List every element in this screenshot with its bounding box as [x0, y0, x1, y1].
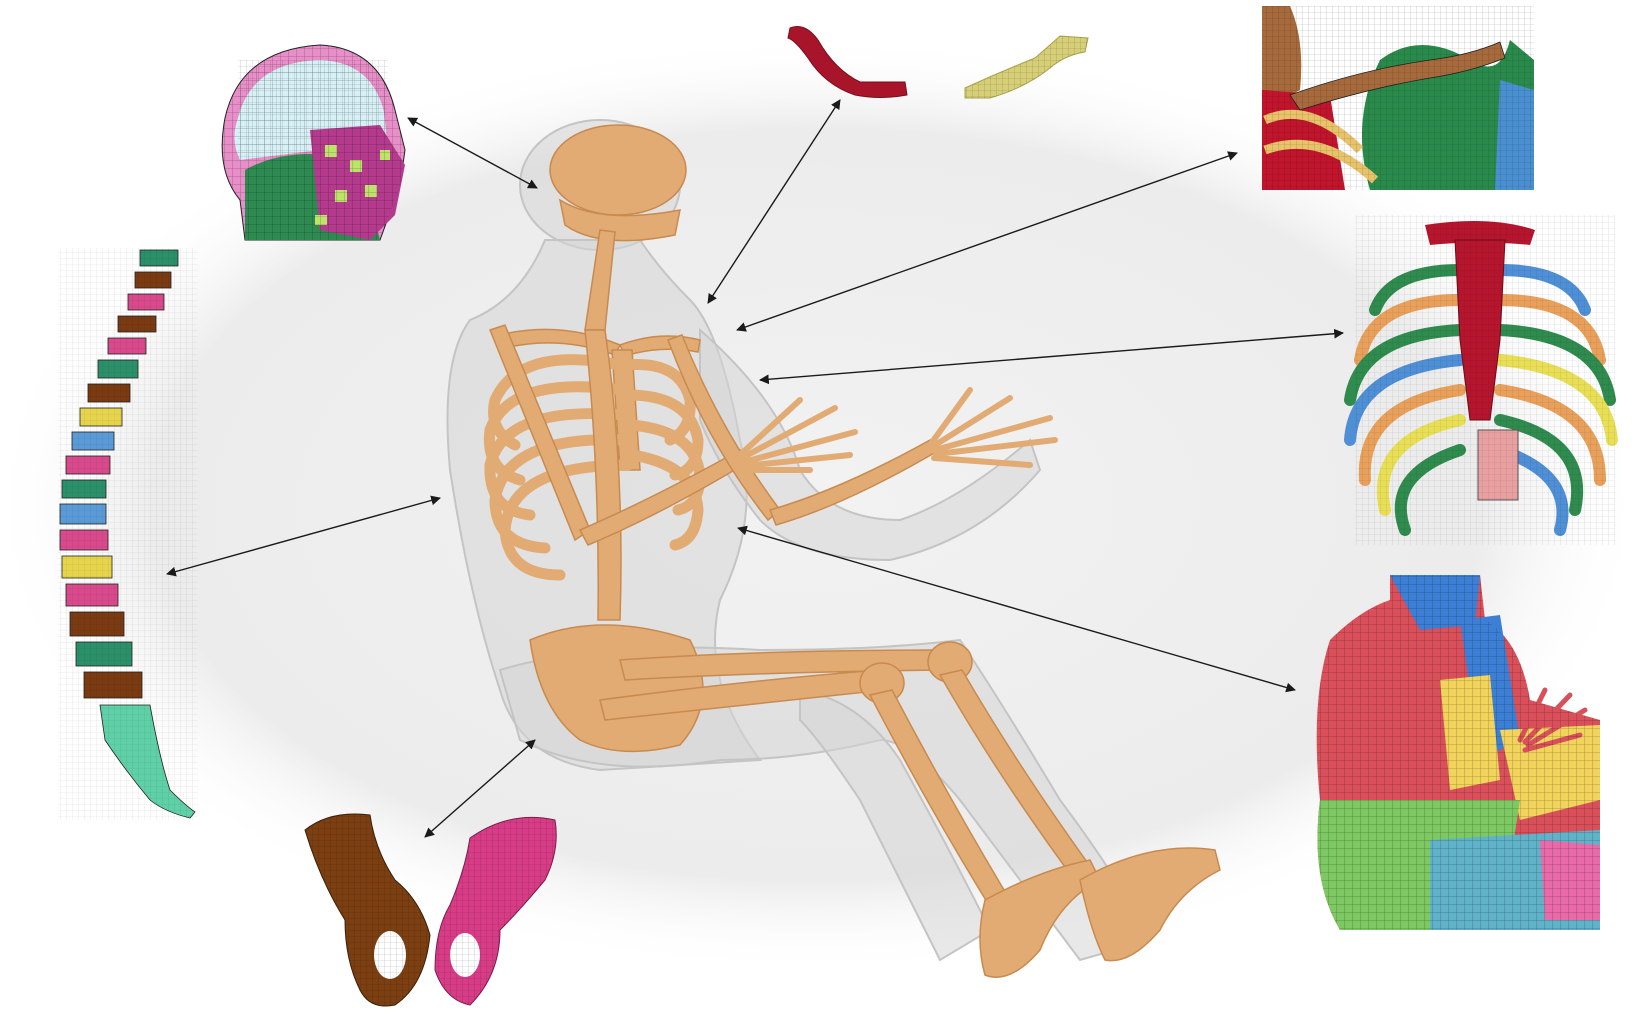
ribcage-mesh [1350, 215, 1615, 545]
skull [550, 125, 686, 215]
spine-mesh [58, 248, 198, 820]
head-skull-mesh [222, 45, 405, 240]
shoulder-mesh [1262, 6, 1534, 190]
